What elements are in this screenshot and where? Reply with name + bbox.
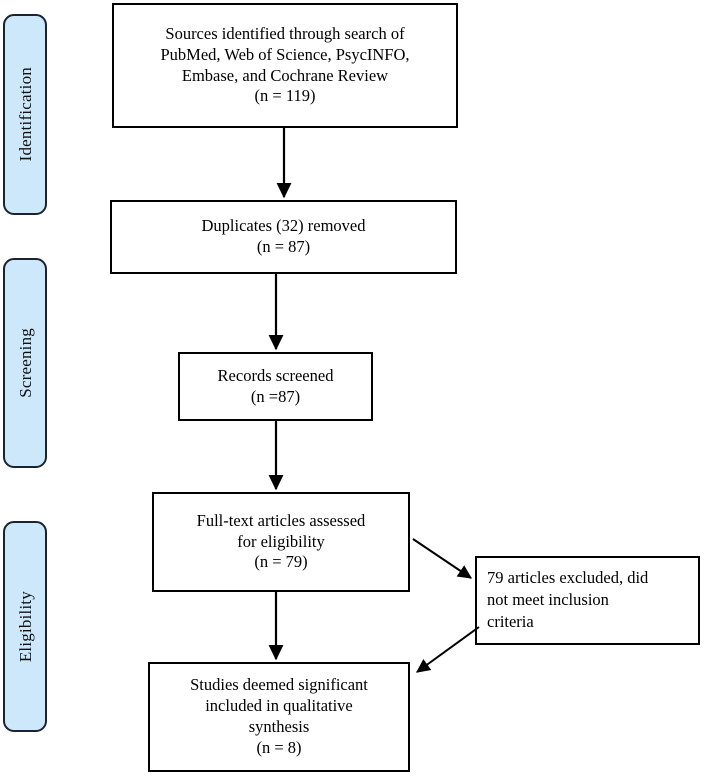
box-articles-excluded: 79 articles excluded, did not meet inclu…: [475, 556, 700, 645]
stage-label-eligibility: Eligibility: [15, 590, 35, 663]
box-studies-included-text: Studies deemed significant included in q…: [190, 675, 368, 757]
box-sources-identified: Sources identified through search of Pub…: [112, 3, 458, 128]
stage-pill-screening: Screening: [3, 258, 47, 468]
stage-pill-eligibility: Eligibility: [3, 521, 47, 732]
box-duplicates-removed: Duplicates (32) removed (n = 87): [110, 200, 457, 274]
stage-pill-identification: Identification: [3, 14, 47, 215]
box-full-text-assessed-text: Full-text articles assessed for eligibil…: [196, 510, 366, 572]
stage-label-screening: Screening: [15, 328, 35, 398]
stage-label-identification: Identification: [15, 67, 35, 162]
box-articles-excluded-text: 79 articles excluded, did not meet inclu…: [487, 568, 649, 631]
box-sources-identified-text: Sources identified through search of Pub…: [160, 23, 410, 106]
arrow-fulltext-to-excluded: [412, 538, 472, 579]
box-full-text-assessed: Full-text articles assessed for eligibil…: [152, 492, 410, 592]
box-duplicates-removed-text: Duplicates (32) removed (n = 87): [201, 216, 366, 256]
box-records-screened-text: Records screened (n =87): [217, 365, 334, 406]
box-records-screened: Records screened (n =87): [178, 352, 373, 421]
box-studies-included: Studies deemed significant included in q…: [148, 662, 410, 772]
arrow-excluded-to-studies: [416, 626, 480, 673]
